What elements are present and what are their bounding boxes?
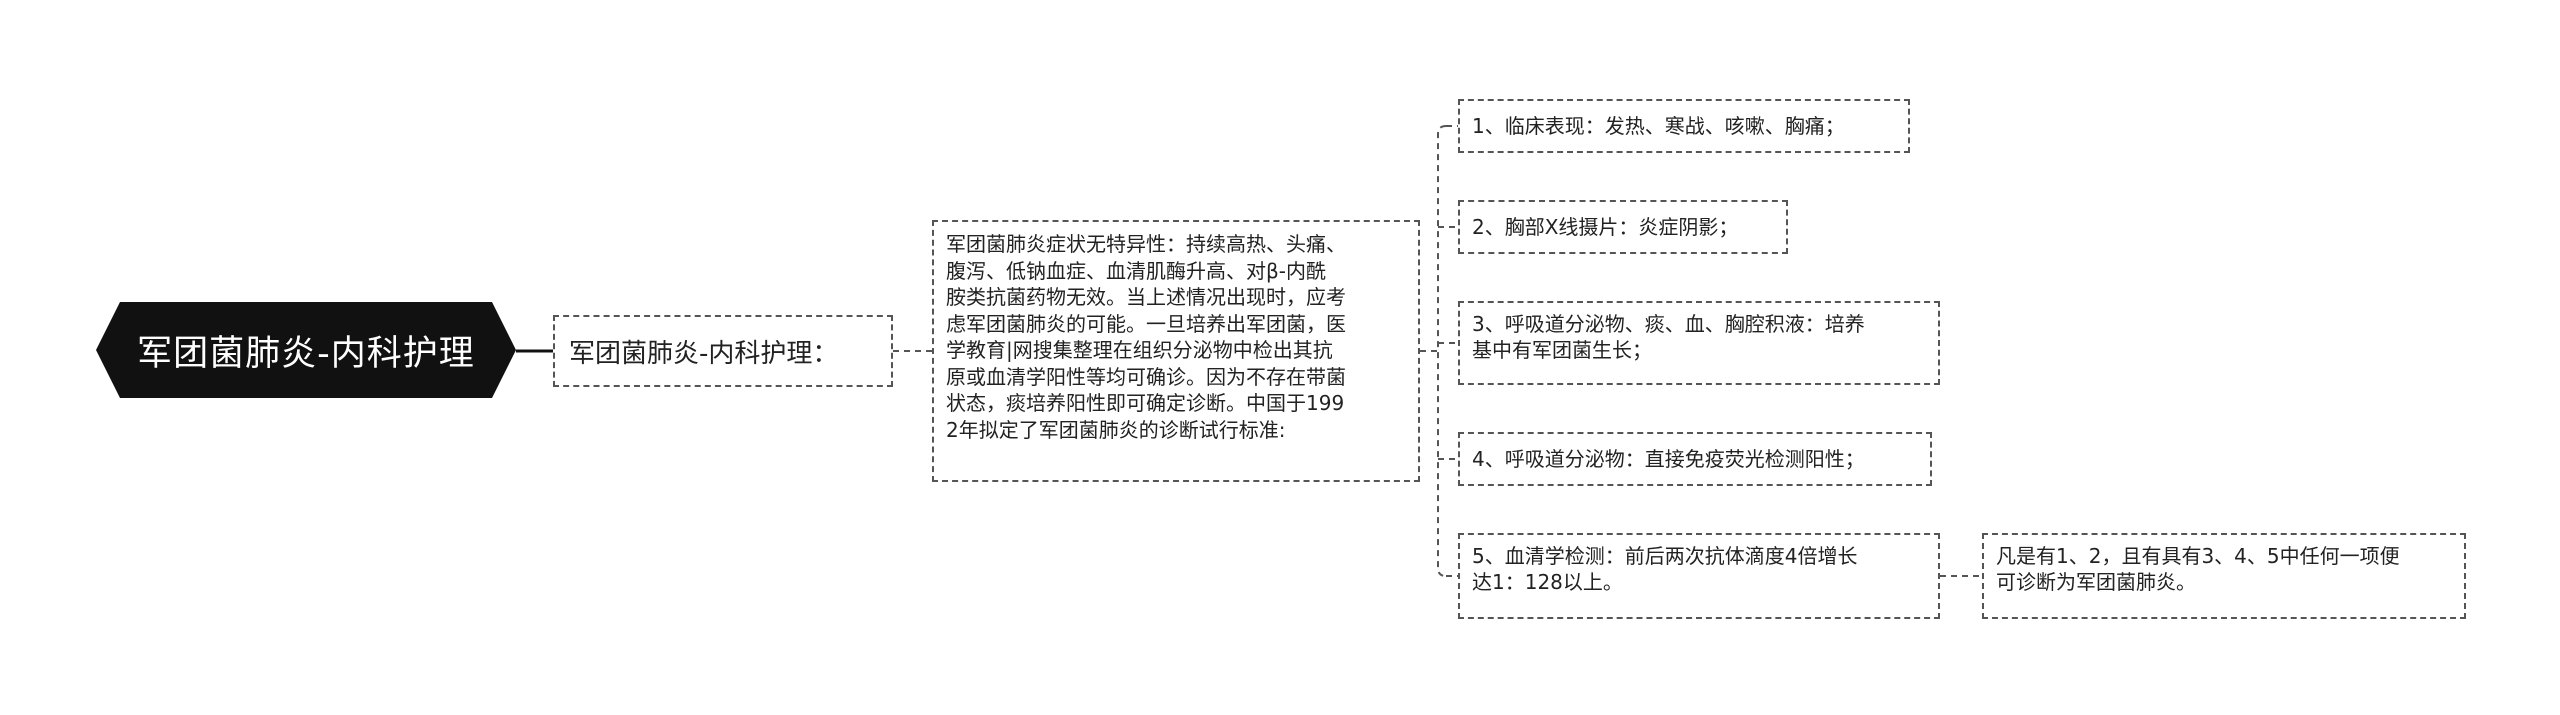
criterion-node-1[interactable]: 1、临床表现：发热、寒战、咳嗽、胸痛； xyxy=(1458,99,1910,153)
root-label: 军团菌肺炎-内科护理 xyxy=(137,333,475,374)
conclusion-text: 凡是有1、2，且有具有3、4、5中任何一项便 可诊断为军团菌肺炎。 xyxy=(1996,544,2400,594)
criterion-text: 3、呼吸道分泌物、痰、血、胸腔积液：培养 基中有军团菌生长； xyxy=(1472,312,1865,362)
criterion-node-2[interactable]: 2、胸部X线摄片：炎症阴影； xyxy=(1458,200,1788,254)
criterion-text: 5、血清学检测：前后两次抗体滴度4倍增长 达1：128以上。 xyxy=(1472,544,1858,594)
level1-label: 军团菌肺炎-内科护理： xyxy=(569,339,839,369)
level2-node[interactable]: 军团菌肺炎症状无特异性：持续高热、头痛、 腹泻、低钠血症、血清肌酶升高、对β-内… xyxy=(932,220,1420,482)
root-node[interactable]: 军团菌肺炎-内科护理 xyxy=(96,302,516,398)
criterion-node-4[interactable]: 4、呼吸道分泌物：直接免疫荧光检测阳性； xyxy=(1458,432,1932,486)
level1-node[interactable]: 军团菌肺炎-内科护理： xyxy=(553,315,893,387)
level2-text: 军团菌肺炎症状无特异性：持续高热、头痛、 腹泻、低钠血症、血清肌酶升高、对β-内… xyxy=(946,232,1346,442)
conclusion-node[interactable]: 凡是有1、2，且有具有3、4、5中任何一项便 可诊断为军团菌肺炎。 xyxy=(1982,533,2466,619)
criterion-text: 1、临床表现：发热、寒战、咳嗽、胸痛； xyxy=(1472,114,1845,138)
criterion-text: 2、胸部X线摄片：炎症阴影； xyxy=(1472,215,1739,239)
criterion-node-5[interactable]: 5、血清学检测：前后两次抗体滴度4倍增长 达1：128以上。 xyxy=(1458,533,1940,619)
criterion-node-3[interactable]: 3、呼吸道分泌物、痰、血、胸腔积液：培养 基中有军团菌生长； xyxy=(1458,301,1940,385)
link-trunk xyxy=(1437,125,1447,577)
criterion-text: 4、呼吸道分泌物：直接免疫荧光检测阳性； xyxy=(1472,447,1865,471)
